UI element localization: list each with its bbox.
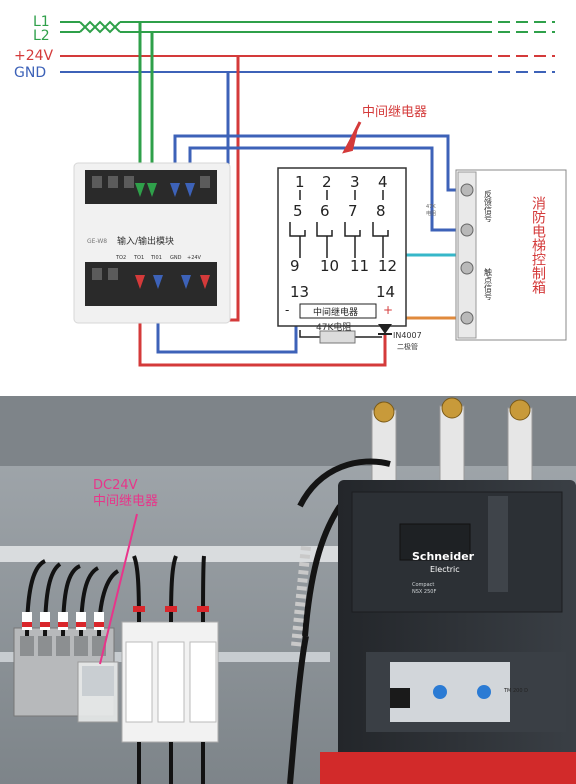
small-resistor-label: 47K: [426, 204, 436, 210]
l1-label: L1: [33, 14, 50, 30]
relay-pin-14: 14: [376, 283, 395, 301]
breaker-model: NSX 250F: [412, 589, 436, 595]
relay-pin-7: 7: [348, 202, 358, 220]
feedback-signal-label: 反馈信号: [484, 189, 493, 223]
relay-pin-11: 11: [350, 257, 369, 275]
relay-pin-13: 13: [290, 283, 309, 301]
resistor-diode: 47K电阻 IN4007 二极管: [316, 321, 422, 351]
resistor: [319, 330, 356, 344]
relay-pin-9: 9: [290, 257, 300, 275]
breaker-series: Compact: [412, 582, 434, 588]
panel-photo: Schneider Electric Compact NSX 250F TM 2…: [0, 396, 576, 784]
panel-photo-svg: Schneider Electric Compact NSX 250F TM 2…: [0, 396, 576, 784]
relay-pin-8: 8: [376, 202, 386, 220]
relay-minus-sign: -: [285, 303, 289, 317]
relay-pointer-line: [99, 513, 138, 665]
cable-bundle: [287, 458, 391, 784]
breaker-unit-label: TM 200 D: [503, 688, 528, 694]
breaker-brand: Schneider: [412, 550, 475, 563]
module-term-to2: TO2: [115, 255, 126, 261]
gnd-label: GND: [14, 65, 46, 81]
wiring-diagram-svg: L1 L2 +24V GND GE-W8 输入/输出模块 T: [14, 14, 567, 367]
plus24v-label: +24V: [14, 48, 54, 64]
module-model: GE-W8: [87, 238, 107, 245]
top-shadow: [0, 396, 576, 466]
relay-pin-6: 6: [320, 202, 330, 220]
module-term-24v: +24V: [187, 255, 202, 261]
terminal-arrows: [135, 183, 210, 289]
spiral-wrap: [291, 545, 311, 647]
module-term-ti01: TI01: [150, 255, 162, 261]
fuse-holders: [121, 555, 219, 784]
qr-code: [390, 688, 410, 708]
relay-coil: [299, 303, 377, 319]
diode-sublabel: 二极管: [397, 342, 418, 351]
relay-pin-12: 12: [378, 257, 397, 275]
io-module: GE-W8 输入/输出模块 TO2 TO1 TI01 GND +24V: [73, 162, 231, 324]
bus-lines: L1 L2 +24V GND: [14, 14, 555, 81]
relay-pin-1: 1: [295, 173, 305, 191]
diode-label: IN4007: [393, 331, 422, 340]
relay-pin-10: 10: [320, 257, 339, 275]
elevator-box: 47K 电阻 反馈信号 触点信号 消防电梯控制箱: [426, 169, 567, 341]
relay-pin-2: 2: [322, 173, 332, 191]
dc24v-relay: [77, 513, 138, 723]
module-title: 输入/输出模块: [117, 235, 174, 247]
module-term-to1: TO1: [133, 255, 144, 261]
relay-pin-4: 4: [378, 173, 388, 191]
relay-plus-sign: +: [383, 303, 393, 317]
resistor-label: 47K电阻: [316, 321, 351, 333]
busbars: [371, 397, 533, 493]
relay-photo-label: 中间继电器: [93, 494, 159, 509]
l2-label: L2: [33, 28, 50, 44]
relay-schematic: 1 2 3 4 5 6 7 8 9 10 11 12 13 14 - + 中间继…: [277, 167, 407, 327]
elevator-cabinet-label: 消防电梯控制箱: [530, 196, 546, 294]
relay-contacts: [289, 190, 389, 258]
dc24v-label: DC24V: [93, 478, 138, 493]
breaker-brand-sub: Electric: [430, 565, 460, 574]
relay-pin-5: 5: [293, 202, 303, 220]
red-base: [320, 752, 576, 784]
contact-signal-label: 触点信号: [484, 267, 493, 301]
relay-body-label: 中间继电器: [313, 306, 358, 318]
module-bottom-terminal-block: [85, 262, 217, 306]
relay-callout: 中间继电器: [342, 105, 427, 154]
small-resistor-sublabel: 电阻: [426, 210, 436, 217]
wiring-diagram: L1 L2 +24V GND GE-W8 输入/输出模块 T: [0, 0, 576, 380]
relay-pin-3: 3: [350, 173, 360, 191]
module-term-gnd: GND: [170, 255, 182, 261]
relay-callout-text: 中间继电器: [362, 105, 427, 120]
diode-symbol: [378, 324, 392, 334]
schneider-breaker: Schneider Electric Compact NSX 250F TM 2…: [320, 480, 576, 784]
